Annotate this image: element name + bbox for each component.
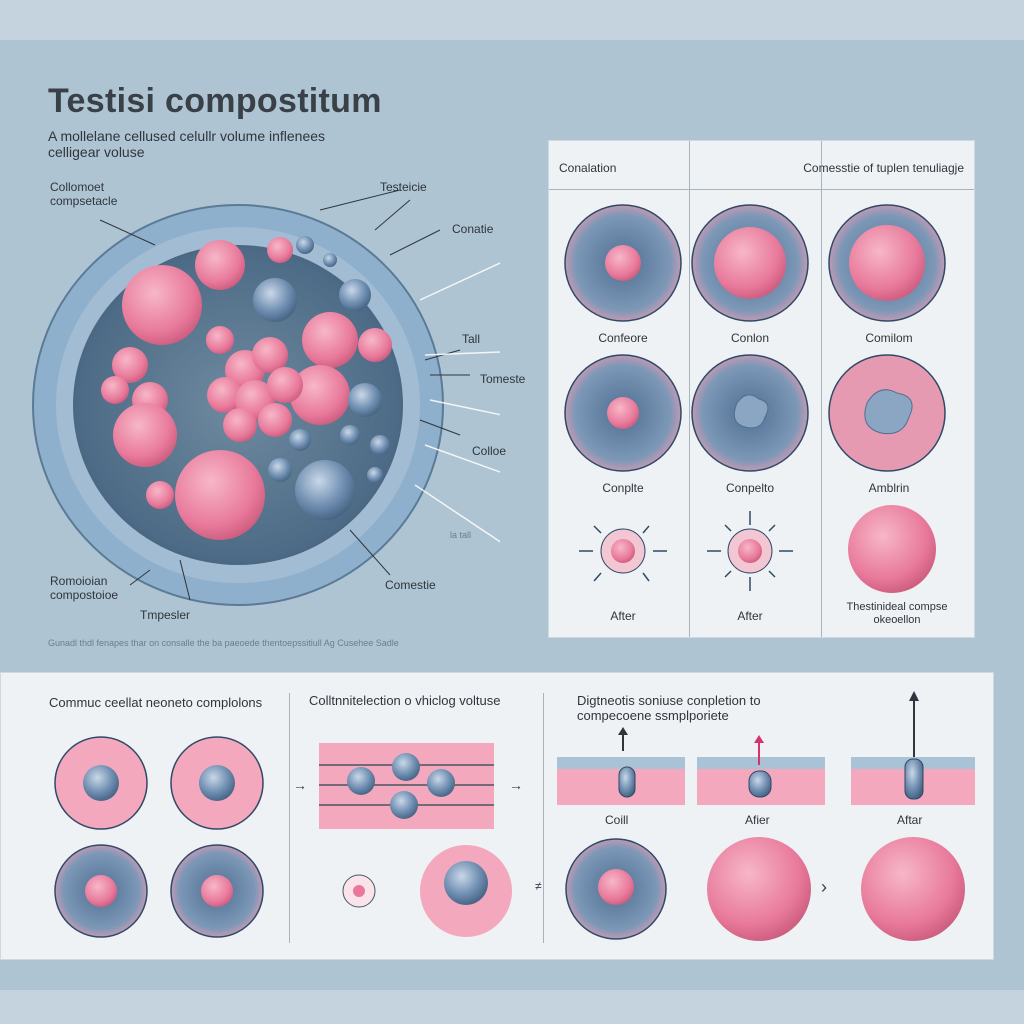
row-1 — [564, 204, 946, 322]
row3-col1-label: After — [610, 609, 636, 623]
row1-col2-label: Conlon — [730, 331, 770, 345]
row3-col2-label: After — [737, 609, 763, 623]
label-romoioian: Romoioian compostoioe — [50, 574, 119, 602]
label-after-1: Afier — [745, 813, 770, 827]
row2-col3-label: Amblrin — [868, 481, 910, 495]
cell-illustration — [32, 190, 500, 606]
section-3-membranes — [557, 691, 975, 941]
column-header-1: Conalation — [559, 161, 617, 175]
row-2 — [564, 354, 946, 472]
arrow-2: → — [509, 777, 523, 793]
bottom-band — [0, 990, 1024, 1024]
column-divider-2 — [821, 141, 822, 637]
leader-lines — [99, 190, 470, 601]
label-testeicie: Testeicie — [380, 180, 427, 194]
column-divider-1 — [689, 141, 690, 637]
label-tmpesler: Tmpesler — [140, 608, 191, 622]
connector-lines — [414, 262, 500, 543]
row2-col1-label: Conplte — [602, 481, 644, 495]
row-3 — [579, 505, 936, 593]
row1-col3-label: Comilom — [865, 331, 913, 345]
label-tall: Tall — [462, 332, 481, 346]
label-conatie: Conatie — [452, 222, 494, 236]
label-comestie: Comestie — [385, 578, 436, 592]
section-2-channel — [319, 743, 512, 937]
label-tomeste: Tomeste — [480, 372, 526, 386]
page-subtitle: A mollelane cellused celullr volume infl… — [48, 128, 326, 160]
row1-col1-label: Confeore — [598, 331, 648, 345]
top-band — [0, 0, 1024, 40]
bottom-divider-2 — [543, 693, 544, 943]
bottom-panel: Commuc ceellat neoneto complolons Colltn… — [0, 672, 994, 960]
row3-col3-label: Thestinideal compse okeoellon — [846, 601, 948, 626]
label-la-tall: la tall — [450, 530, 472, 540]
section-1-cells — [54, 736, 264, 938]
pink-cells — [101, 237, 392, 540]
row2-col2-label: Conpelto — [725, 481, 775, 495]
page-title: Testisi compostitum — [48, 82, 382, 120]
arrow-1: → — [293, 777, 307, 793]
bottom-heading-3: Digtneotis soniuse conpletion to compeco… — [577, 693, 761, 723]
label-coill: Coill — [605, 813, 629, 827]
comparison-panel: Conalation Comesstie of tuplen tenuliagj… — [548, 140, 975, 638]
bottom-illustrations — [54, 691, 975, 941]
label-after-2: Aftar — [897, 813, 923, 827]
blue-cells — [253, 236, 390, 520]
label-collomoet: Collomoet compsetacle — [50, 180, 118, 208]
footnote: Gunadl thdl fenapes thar on consalle the… — [48, 638, 399, 648]
bottom-divider-1 — [289, 693, 290, 943]
nucleus-cluster — [206, 326, 303, 442]
chevron: › — [821, 877, 827, 897]
label-colloe: Colloe — [472, 444, 507, 458]
bottom-heading-1: Commuc ceellat neoneto complolons — [49, 695, 263, 710]
panel-header — [549, 141, 974, 190]
bottom-heading-2: Colltnnitelection o vhiclog voltuse — [309, 693, 501, 708]
column-header-2: Comesstie of tuplen tenuliagje — [803, 161, 964, 175]
comparison-cells — [564, 204, 946, 593]
equal-sign: ≠ — [535, 879, 542, 893]
